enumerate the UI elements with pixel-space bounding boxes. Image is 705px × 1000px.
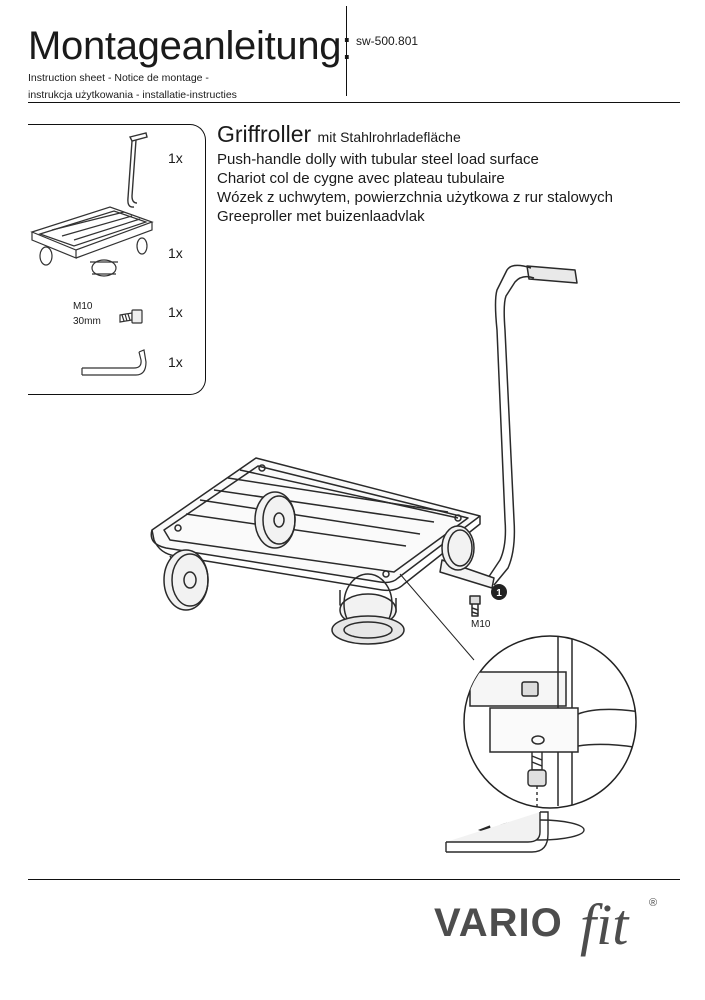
caster-wheel-front-right	[331, 573, 405, 645]
push-handle-icon	[127, 132, 148, 208]
description-nl: Greeproller met buizenlaadvlak	[217, 208, 425, 225]
qty-handle: 1x	[168, 150, 183, 166]
qty-screw: 1x	[168, 304, 183, 320]
header-divider	[346, 6, 347, 96]
qty-hex-key: 1x	[168, 354, 183, 370]
screw-icon	[119, 309, 143, 324]
parts-list-box	[28, 124, 206, 395]
m10-screw	[469, 595, 481, 617]
product-name-suffix: mit Stahlrohrladefläche	[317, 129, 461, 145]
step-badge: 1	[491, 584, 507, 600]
description-fr: Chariot col de cygne avec plateau tubula…	[217, 170, 505, 187]
dolly-frame	[150, 457, 481, 592]
description-pl: Wózek z uchwytem, powierzchnia użytkowa …	[217, 189, 613, 206]
product-name: Griffroller mit Stahlrohrladefläche	[217, 121, 461, 148]
step-number: 1	[496, 588, 502, 599]
caster-wheel-rear-left	[254, 491, 296, 549]
screw-spec-length: 30mm	[73, 316, 101, 327]
hex-key-icon	[81, 349, 147, 376]
logo-text-vario: VARIO	[434, 901, 563, 945]
dolly-frame-icon	[30, 206, 154, 277]
detail-leader-line	[399, 573, 475, 661]
logo-text-fit: fit	[580, 892, 630, 957]
header-rule	[28, 102, 680, 103]
qty-frame: 1x	[168, 245, 183, 261]
footer-rule	[28, 879, 680, 880]
subtitle-line-2: instrukcja użytkowania - installatie-ins…	[28, 89, 237, 101]
registered-mark: ®	[649, 897, 657, 909]
description-en: Push-handle dolly with tubular steel loa…	[217, 151, 539, 168]
variofit-logo: VARIO fit ®	[430, 888, 670, 963]
caster-wheel-rear-right	[441, 525, 475, 571]
m10-label: M10	[471, 619, 491, 630]
detail-magnifier	[445, 635, 637, 853]
screw-spec-thread: M10	[73, 301, 93, 312]
subtitle-line-1: Instruction sheet - Notice de montage -	[28, 72, 209, 84]
caster-wheel-front-left	[163, 549, 209, 611]
document-number: sw-500.801	[356, 34, 419, 48]
page-title: Montageanleitung:	[28, 24, 353, 68]
product-name-main: Griffroller	[217, 121, 312, 147]
